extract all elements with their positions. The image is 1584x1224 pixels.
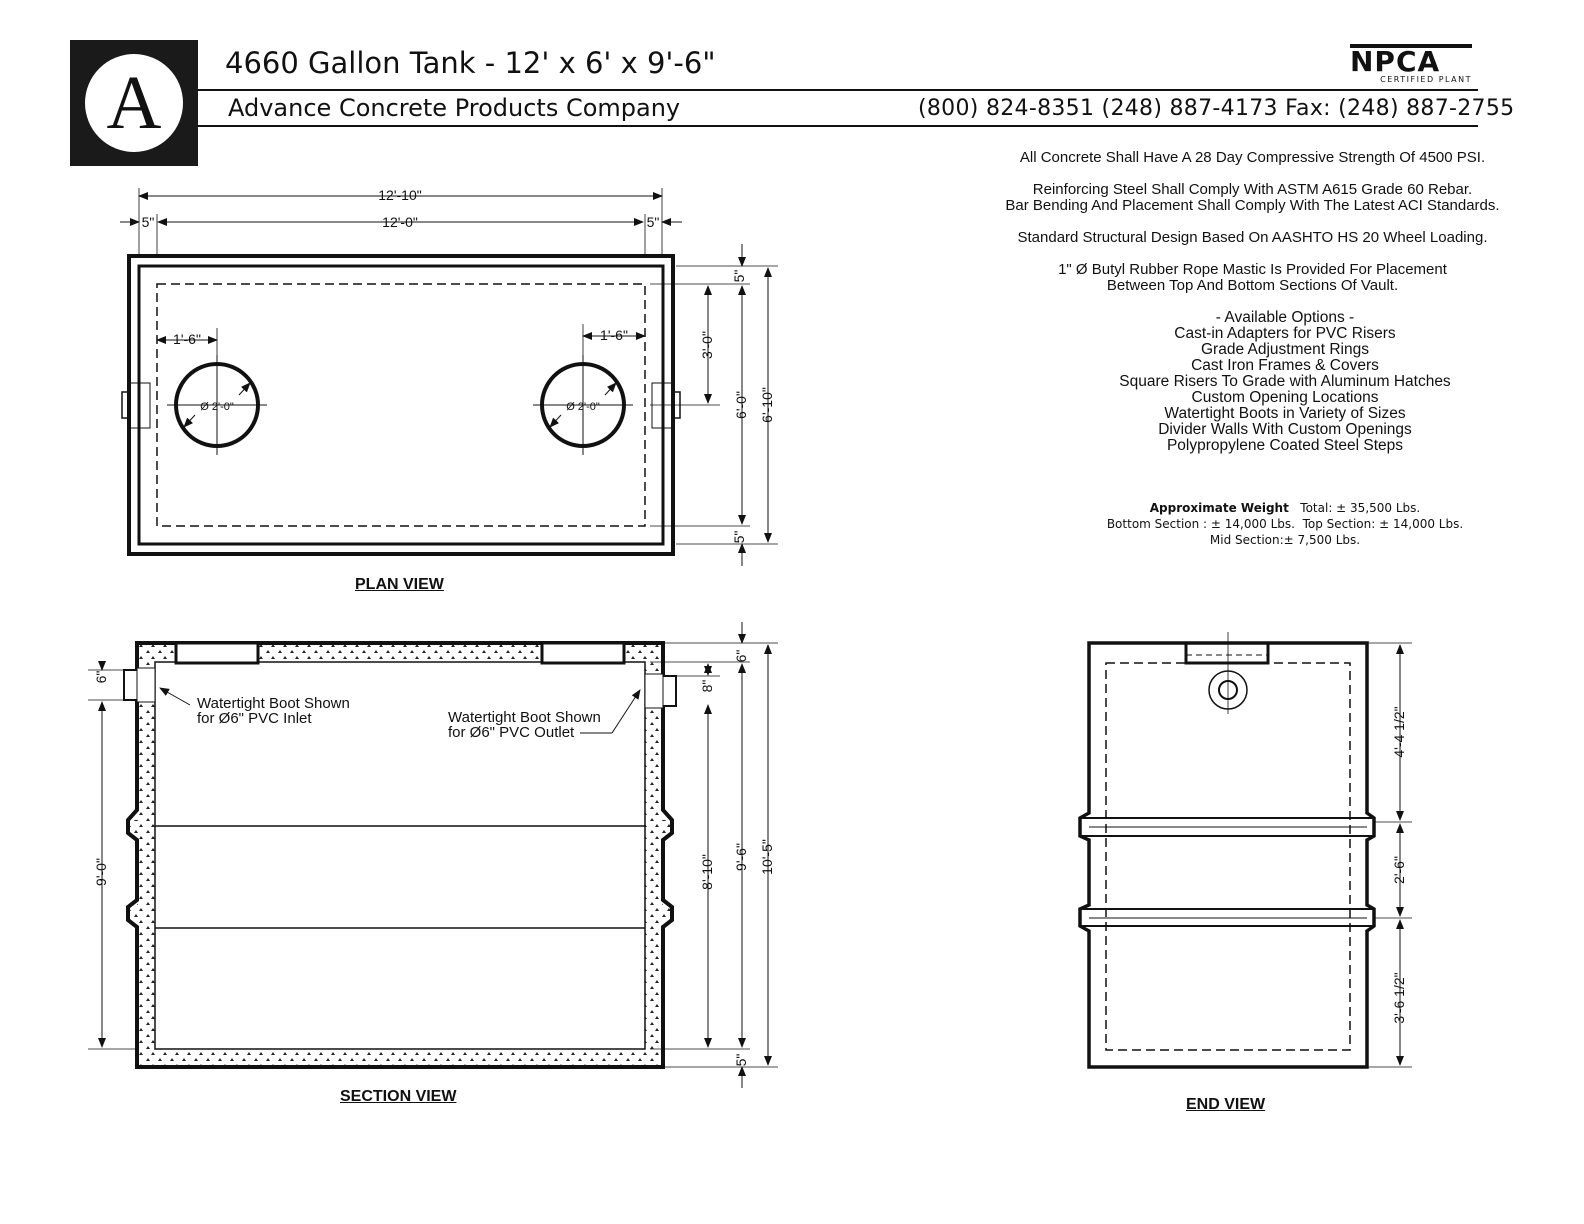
dim-offset-left-text: 1'-6"	[173, 331, 201, 347]
dim-overall-length-text: 12'-10"	[378, 187, 421, 203]
inlet-note-2: for Ø6" PVC Inlet	[197, 710, 312, 727]
npca-badge: NPCA CERTIFIED PLANT	[1350, 44, 1472, 84]
option-item: Cast Iron Frames & Covers	[1191, 357, 1379, 374]
dim-outlet-drop-text: 8"	[699, 680, 715, 693]
section-inner-void	[154, 661, 646, 1050]
section-outlet-pipe	[644, 673, 664, 709]
note-aashto: Standard Structural Design Based On AASH…	[1017, 229, 1488, 246]
option-item: Polypropylene Coated Steel Steps	[1166, 437, 1404, 454]
weight-total: Total: ± 35,500 Lbs.	[1300, 501, 1421, 515]
dim-outer-width-text: 6'-10"	[759, 387, 775, 423]
dim-half-width-text: 3'-0"	[699, 331, 715, 359]
option-item: Grade Adjustment Rings	[1200, 341, 1369, 358]
section-outlet-boot	[663, 675, 677, 707]
company-logo: A	[70, 40, 198, 166]
weight-mid: Mid Section:± 7,500 Lbs.	[1209, 533, 1361, 547]
plan-hidden-floor	[156, 283, 646, 527]
dim-inner-width-text: 6'-0"	[733, 391, 749, 419]
outlet-note-2: for Ø6" PVC Outlet	[448, 724, 575, 741]
dim-bottom-wall-text: 5"	[731, 531, 747, 544]
dim-height-8-10-text: 8'-10"	[699, 854, 715, 890]
section-opening-left	[174, 641, 260, 665]
dim-top-slab-text: 6"	[733, 650, 749, 663]
end-view-label: END VIEW	[1186, 1096, 1266, 1113]
opening-left-leader	[238, 382, 251, 396]
note-aci: Bar Bending And Placement Shall Comply W…	[1005, 197, 1500, 214]
section-inlet-boot	[123, 669, 137, 701]
note-mastic-2: Between Top And Bottom Sections Of Vault…	[1106, 277, 1399, 294]
dim-end-mid-section-text: 2'-6"	[1391, 856, 1407, 884]
section-opening-right	[540, 641, 626, 665]
weight-label: Approximate Weight	[1149, 501, 1289, 515]
plan-outlet-pipe	[651, 382, 673, 429]
dim-bottom-slab-text: 5"	[733, 1054, 749, 1067]
plan-inlet-boot	[121, 391, 130, 419]
opening-left-leader	[183, 414, 196, 428]
dim-inner-length-text: 12'-0"	[382, 214, 418, 230]
weight-bottom: Bottom Section : ± 14,000 Lbs.	[1106, 517, 1295, 531]
outlet-note-1: Watertight Boot Shown	[448, 709, 601, 726]
dim-end-bottom-section-text: 3'-6 1/2"	[1391, 972, 1407, 1023]
end-outer-wall	[1078, 641, 1376, 1069]
title-rule	[198, 89, 1478, 91]
dim-end-top-section-text: 4'-4 1/2"	[1391, 706, 1407, 757]
options-heading: - Available Options -	[1215, 309, 1355, 326]
dim-wall-right-text: 5"	[647, 214, 660, 230]
opening-right-leader	[604, 382, 617, 396]
note-mastic-1: 1" Ø Butyl Rubber Rope Mastic Is Provide…	[1058, 261, 1447, 278]
options-list: - Available Options - Cast-in Adapters f…	[1040, 310, 1530, 454]
contact-phones: (800) 824-8351 (248) 887-4173 Fax: (248)…	[918, 96, 1515, 121]
company-name: Advance Concrete Products Company	[228, 94, 681, 122]
end-hidden-interior	[1105, 662, 1351, 1051]
section-dim-text: Watertight Boot Shown for Ø6" PVC Inlet …	[93, 650, 775, 1067]
option-item: Watertight Boots in Variety of Sizes	[1164, 405, 1406, 422]
end-top-opening	[1184, 643, 1270, 665]
drawing-title: 4660 Gallon Tank - 12' x 6' x 9'-6"	[225, 46, 716, 80]
npca-badge-main: NPCA	[1350, 44, 1472, 76]
dim-wall-left-text: 5"	[142, 214, 155, 230]
dim-height-9-6-text: 9'-6"	[733, 843, 749, 871]
inlet-note-1: Watertight Boot Shown	[197, 695, 350, 712]
inlet-note-leader	[159, 687, 191, 706]
section-inlet-pipe	[136, 667, 156, 703]
dim-top-wall-text: 5"	[731, 270, 747, 283]
plan-view-label: PLAN VIEW	[355, 576, 444, 593]
end-dim-text: 4'-4 1/2" 2'-6" 3'-6 1/2"	[1391, 706, 1407, 1023]
option-item: Square Risers To Grade with Aluminum Hat…	[1119, 373, 1451, 390]
plan-inlet-pipe	[129, 382, 151, 429]
weight-table: Approximate Weight Total: ± 35,500 Lbs. …	[1065, 500, 1505, 548]
outlet-note-leader	[611, 689, 641, 734]
dim-height-9-text: 9'-0"	[93, 858, 109, 886]
plan-dim-text: 12'-10" 12'-0" 5" 5" 1'-6" 1'-6" Ø 2'-0"…	[142, 187, 775, 543]
plan-view	[120, 188, 778, 566]
opening-right-leader	[549, 414, 562, 428]
spec-notes: All Concrete Shall Have A 28 Day Compres…	[990, 150, 1515, 310]
npca-badge-sub: CERTIFIED PLANT	[1380, 75, 1472, 84]
option-item: Cast-in Adapters for PVC Risers	[1174, 325, 1396, 342]
option-item: Custom Opening Locations	[1191, 389, 1379, 406]
end-view	[1078, 632, 1412, 1069]
section-view	[88, 622, 778, 1088]
opening-left-text: Ø 2'-0"	[200, 401, 234, 413]
section-view-label: SECTION VIEW	[340, 1088, 457, 1105]
company-rule	[198, 125, 1478, 127]
note-rebar: Reinforcing Steel Shall Comply With ASTM…	[1032, 181, 1473, 198]
logo-letter: A	[85, 54, 183, 152]
dim-offset-right-text: 1'-6"	[600, 327, 628, 343]
option-item: Divider Walls With Custom Openings	[1158, 421, 1412, 438]
weight-top: Top Section: ± 14,000 Lbs.	[1302, 517, 1464, 531]
note-concrete: All Concrete Shall Have A 28 Day Compres…	[1019, 149, 1486, 166]
opening-right-text: Ø 2'-0"	[566, 401, 600, 413]
dim-height-10-5-text: 10'-5"	[759, 839, 775, 875]
dim-inlet-drop-text: 6"	[93, 671, 109, 684]
